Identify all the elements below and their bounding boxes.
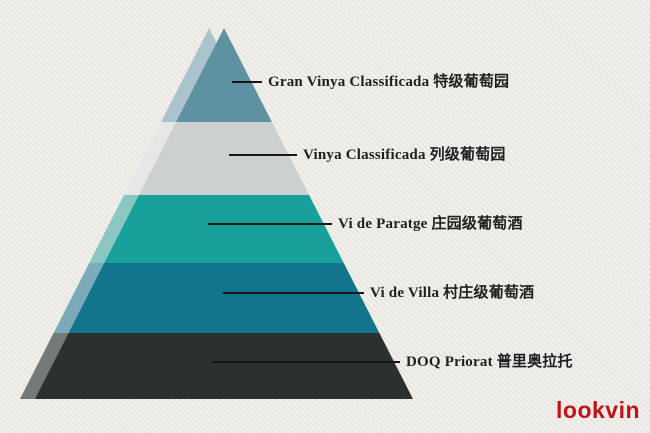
tier-label-gran-vinya-classificada: Gran Vinya Classificada 特级葡萄园 (268, 74, 510, 90)
pyramid-tier-5 (35, 333, 413, 399)
leader-line-tier-2 (229, 154, 297, 156)
leader-line-tier-3 (208, 223, 332, 225)
tier-label-vinya-classificada: Vinya Classificada 列级葡萄园 (303, 147, 506, 163)
tier-label-doq-priorat: DOQ Priorat 普里奥拉托 (406, 354, 573, 370)
lookvin-logo: lookvin (556, 397, 641, 423)
leader-line-tier-5 (212, 361, 400, 363)
leader-line-tier-4 (223, 292, 364, 294)
tier-label-vi-de-paratge: Vi de Paratge 庄园级葡萄酒 (338, 216, 523, 232)
leader-line-tier-1 (232, 81, 262, 83)
tier-label-vi-de-villa: Vi de Villa 村庄级葡萄酒 (370, 285, 535, 301)
